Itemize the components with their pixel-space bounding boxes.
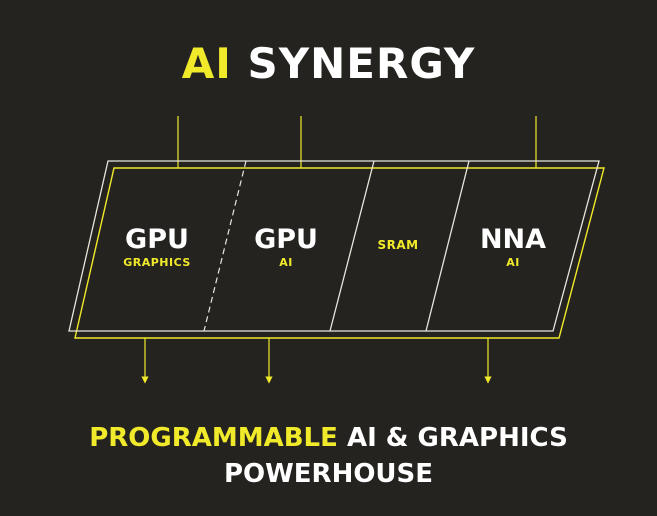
block-outline-back: [74, 167, 605, 339]
block-gpu-graphics: GPU GRAPHICS: [123, 225, 191, 271]
block-name: GPU: [254, 224, 318, 255]
divider-dashed: [203, 160, 247, 332]
tagline-main-1: AI & GRAPHICS: [346, 423, 568, 453]
block-sram: SRAM: [377, 238, 418, 252]
title-accent: AI: [181, 39, 232, 88]
block-nna-ai: NNA AI: [480, 225, 546, 271]
diagram-title: AI SYNERGY: [0, 38, 657, 90]
block-outline-front: [68, 160, 600, 332]
block-name: GPU: [125, 224, 189, 255]
divider-1: [329, 160, 375, 332]
tagline-line-1: PROGRAMMABLE AI & GRAPHICS: [0, 420, 657, 456]
block-gpu-ai: GPU AI: [254, 225, 318, 271]
block-sub: SRAM: [377, 238, 419, 252]
block-sub: GRAPHICS: [123, 256, 191, 269]
tagline-accent: PROGRAMMABLE: [89, 423, 338, 453]
block-sub: AI: [506, 256, 520, 269]
title-main: SYNERGY: [247, 39, 476, 88]
block-name: NNA: [479, 224, 547, 255]
tagline-line-2: POWERHOUSE: [223, 459, 434, 489]
tagline: PROGRAMMABLE AI & GRAPHICS POWERHOUSE: [0, 420, 657, 492]
block-sub: AI: [279, 256, 293, 269]
divider-2: [425, 160, 470, 332]
